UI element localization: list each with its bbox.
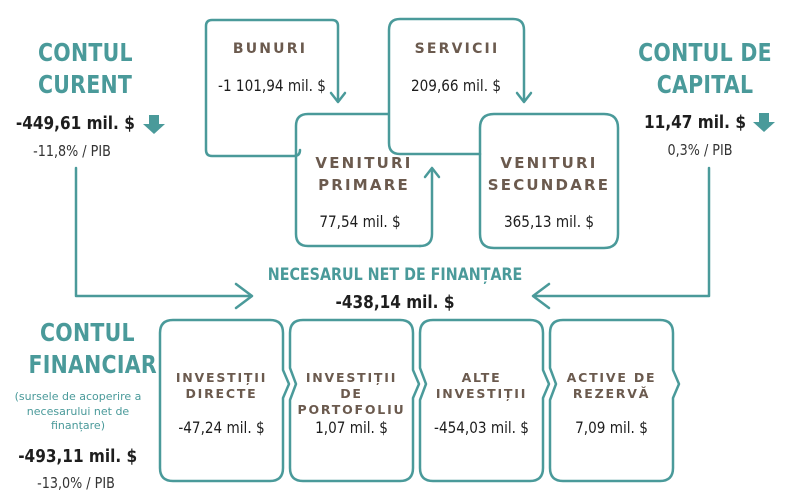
goods-arrow-head bbox=[329, 91, 347, 104]
other-investment-label: ALTE INVESTIȚII bbox=[435, 370, 528, 401]
capital-account-arrow-head bbox=[531, 282, 551, 310]
financial-account-amount: -493,11 mil. $ bbox=[18, 446, 138, 467]
current-account-gdp-share: -11,8% / PIB bbox=[33, 142, 111, 160]
capital-account-title: CONTUL DE CAPITAL bbox=[638, 38, 772, 99]
services-arrow-head bbox=[515, 91, 533, 104]
direct-investment-label: INVESTIȚII DIRECTE bbox=[175, 370, 268, 401]
direct-investment-box bbox=[158, 318, 291, 483]
portfolio-investment-label: INVESTIȚII DE PORTOFOLIU bbox=[297, 370, 406, 417]
financial-account-note: (sursele de acoperire a necesarului net … bbox=[14, 390, 142, 432]
primary-income-label: VENITURI PRIMARE bbox=[315, 154, 413, 194]
primary-income-box-outline bbox=[294, 112, 422, 248]
secondary-income-value: 365,13 mil. $ bbox=[503, 212, 595, 231]
capital-account-down-arrow-icon bbox=[753, 113, 775, 132]
capital-account-amount: 11,47 mil. $ bbox=[644, 112, 746, 133]
primary-income-box-right bbox=[418, 168, 434, 248]
primary-income-value: 77,54 mil. $ bbox=[319, 212, 401, 231]
current-account-title: CONTUL CURENT bbox=[38, 38, 133, 99]
secondary-income-box-outline bbox=[478, 112, 620, 250]
goods-value: -1 101,94 mil. $ bbox=[218, 76, 326, 95]
primary-income-arrow-head bbox=[423, 166, 441, 179]
reserve-assets-value: 7,09 mil. $ bbox=[575, 418, 648, 437]
services-value: 209,66 mil. $ bbox=[410, 76, 502, 95]
services-label: SERVICII bbox=[414, 41, 500, 57]
net-financing-amount: -438,14 mil. $ bbox=[335, 292, 455, 313]
secondary-income-label: VENITURI SECUNDARE bbox=[487, 154, 611, 194]
direct-investment-value: -47,24 mil. $ bbox=[178, 418, 265, 437]
financial-account-title: CONTUL FINANCIAR bbox=[28, 318, 157, 379]
current-account-flow bbox=[74, 166, 252, 298]
portfolio-investment-box bbox=[288, 318, 421, 483]
goods-label: BUNURI bbox=[232, 41, 308, 57]
net-financing-title: NECESARUL NET DE FINANȚARE bbox=[267, 265, 523, 285]
current-account-amount: -449,61 mil. $ bbox=[15, 113, 135, 134]
capital-account-gdp-share: 0,3% / PIB bbox=[667, 141, 733, 159]
financial-account-gdp-share: -13,0% / PIB bbox=[37, 474, 115, 492]
portfolio-investment-value: 1,07 mil. $ bbox=[315, 418, 388, 437]
reserve-assets-label: ACTIVE DE REZERVĂ bbox=[566, 370, 657, 401]
other-investment-box bbox=[418, 318, 551, 483]
services-box-outline bbox=[387, 17, 526, 156]
current-account-down-arrow-icon bbox=[143, 115, 165, 134]
other-investment-value: -454,03 mil. $ bbox=[434, 418, 529, 437]
capital-account-flow bbox=[533, 166, 711, 298]
current-account-arrow-head bbox=[234, 282, 254, 310]
reserve-assets-box bbox=[548, 318, 681, 483]
